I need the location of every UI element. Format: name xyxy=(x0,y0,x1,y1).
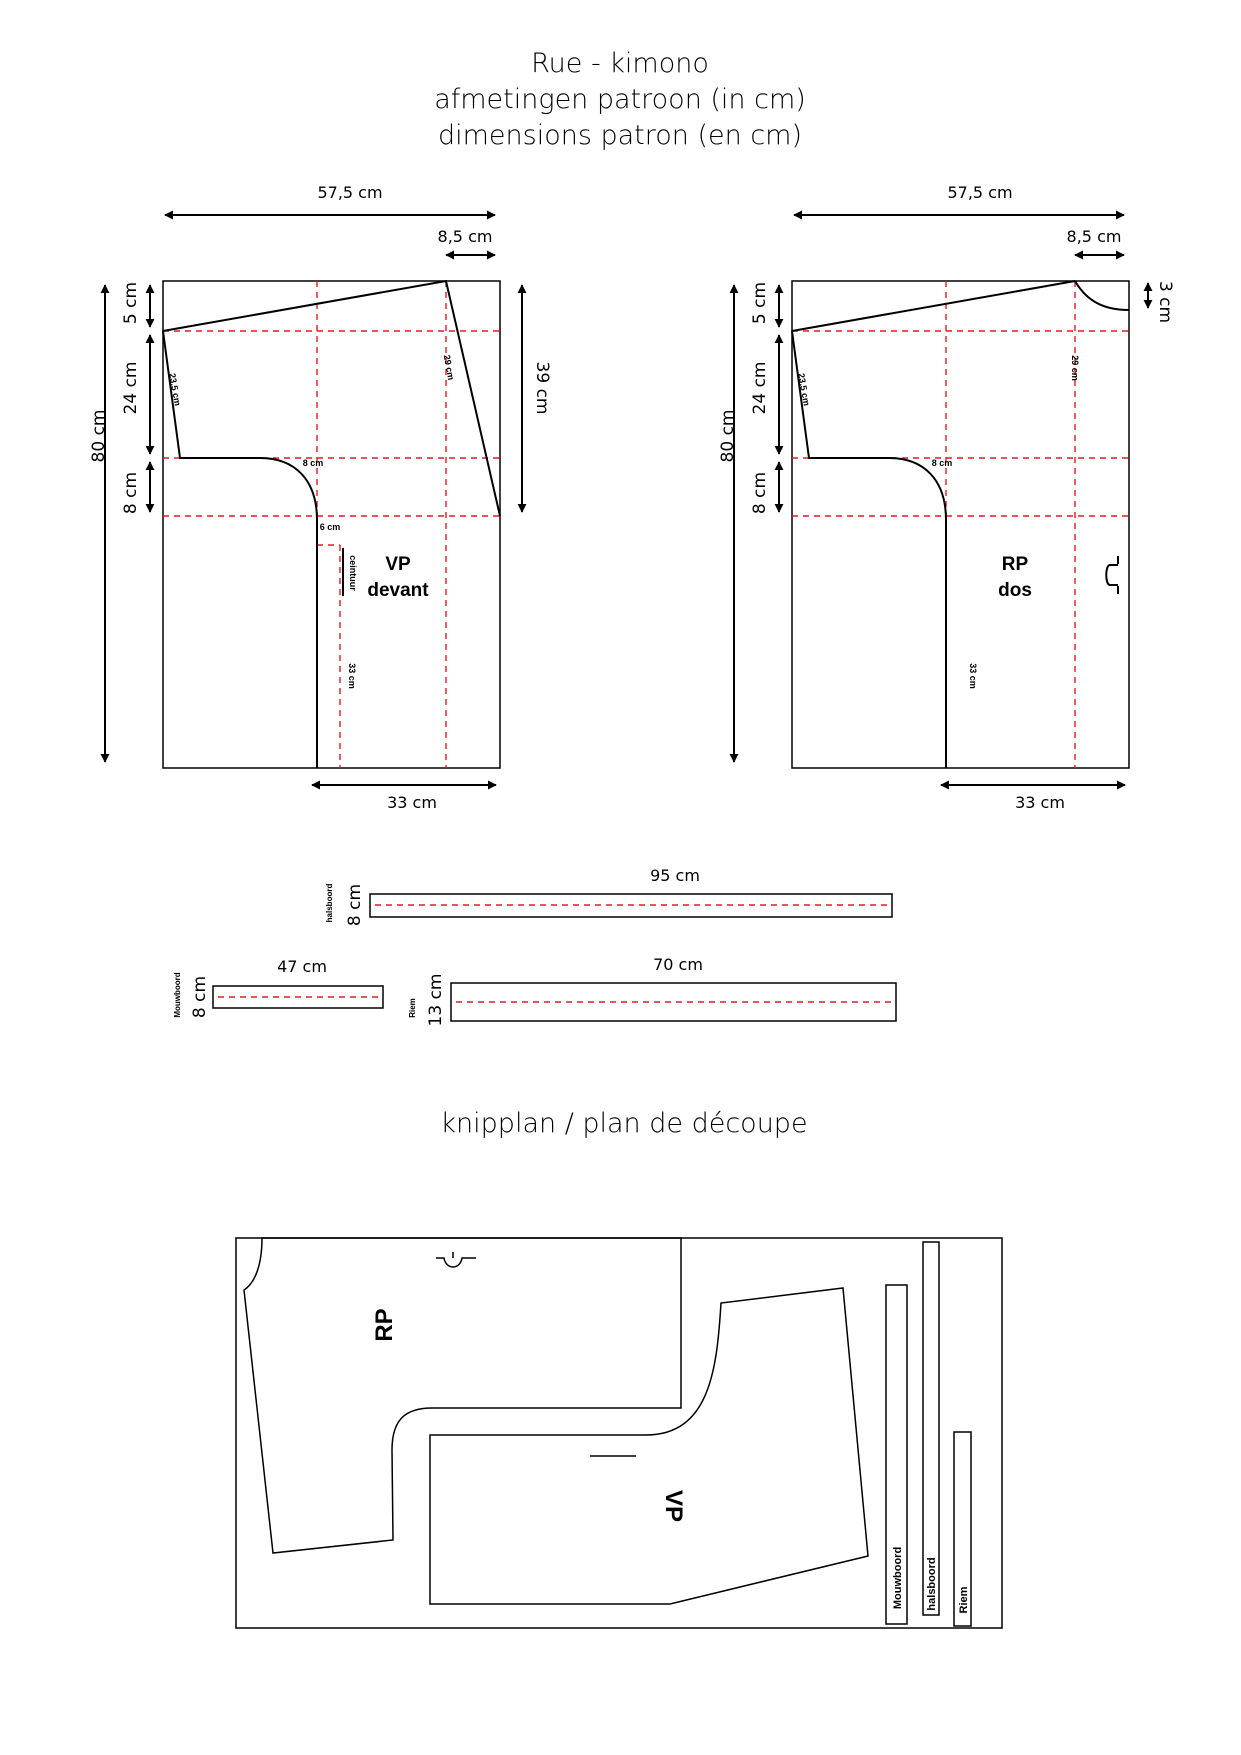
front-shoulder-label: 8,5 cm xyxy=(438,227,493,246)
back-33cm-vertical-label: 33 cm xyxy=(968,663,978,689)
front-label-code: VP xyxy=(385,554,411,575)
front-5cm-label: 5 cm xyxy=(121,282,141,324)
front-width-label: 57,5 cm xyxy=(317,183,382,202)
front-curve-label: 8 cm xyxy=(303,458,324,468)
front-label-name: devant xyxy=(367,580,429,601)
back-8cm-label: 8 cm xyxy=(750,472,770,514)
mouwboord-length: 47 cm xyxy=(277,957,327,976)
back-outline-box xyxy=(791,280,1130,769)
halsboord-width: 8 cm xyxy=(345,884,365,926)
front-33cm-vertical-label: 33 cm xyxy=(347,663,357,689)
cutting-vp-piece xyxy=(429,1287,869,1605)
back-5cm-label: 5 cm xyxy=(750,282,770,324)
cutting-plan: knipplan / plan de découpe RP VP Mouwboo… xyxy=(235,1108,1003,1629)
back-diag-right-label: 29 cm xyxy=(1070,355,1080,381)
back-notch-mark xyxy=(1105,564,1118,586)
mouwboord-rect xyxy=(212,985,384,1009)
front-bottom-label: 33 cm xyxy=(387,793,437,812)
front-80cm-label: 80 cm xyxy=(89,410,109,463)
title-line-3: dimensions patron (en cm) xyxy=(438,120,802,151)
back-shoulder-label: 8,5 cm xyxy=(1067,227,1122,246)
cutting-strip-halsboord-label: halsboord xyxy=(926,1557,938,1610)
front-24cm-label: 24 cm xyxy=(121,362,141,415)
title-line-2: afmetingen patroon (in cm) xyxy=(434,84,806,115)
cutting-rp-notch xyxy=(436,1257,476,1268)
front-belt-label: ceintuur xyxy=(348,555,358,591)
strip-mouwboord: 47 cm 8 cm Mouwboord xyxy=(173,957,384,1018)
back-width-label: 57,5 cm xyxy=(947,183,1012,202)
halsboord-rect xyxy=(369,893,893,918)
front-diag-left-label: 23,5 cm xyxy=(167,372,183,406)
cutting-strip-mouwboord xyxy=(885,1284,908,1625)
mouwboord-name: Mouwboord xyxy=(173,972,182,1017)
cutting-rp-piece xyxy=(243,1237,682,1554)
mouwboord-width: 8 cm xyxy=(190,976,210,1018)
cutting-strip-halsboord xyxy=(922,1241,940,1616)
cutting-rp-label: RP xyxy=(371,1308,398,1341)
riem-name: Riem xyxy=(408,998,417,1018)
cutting-plan-title: knipplan / plan de découpe xyxy=(440,1108,807,1139)
back-cut-line xyxy=(791,280,1130,768)
front-39cm-label: 39 cm xyxy=(532,362,552,415)
back-pattern-piece: 57,5 cm 8,5 cm 3 cm 5 cm 24 cm 8 cm 80 c… xyxy=(718,183,1175,812)
back-label-code: RP xyxy=(1002,554,1029,575)
front-pattern-piece: 57,5 cm 8,5 cm 5 cm 24 cm 8 cm 80 cm 39 … xyxy=(89,183,552,812)
cutting-strip-riem xyxy=(953,1431,972,1627)
front-diag-right-label: 29 cm xyxy=(442,354,456,381)
front-6cm-label: 6 cm xyxy=(320,522,341,532)
back-diag-left-label: 23,5 cm xyxy=(796,372,812,406)
back-24cm-label: 24 cm xyxy=(750,362,770,415)
riem-rect xyxy=(450,982,897,1022)
cutting-strip-riem-label: Riem xyxy=(958,1586,970,1613)
back-label-name: dos xyxy=(998,580,1032,601)
riem-length: 70 cm xyxy=(653,955,703,974)
front-outline-box xyxy=(162,280,501,769)
halsboord-length: 95 cm xyxy=(650,866,700,885)
front-cut-line xyxy=(162,279,501,768)
title-line-1: Rue - kimono xyxy=(531,48,709,79)
halsboord-name: halsboord xyxy=(325,884,334,923)
fabric-outline xyxy=(235,1237,1003,1629)
strip-riem: 70 cm 13 cm Riem xyxy=(408,955,897,1027)
title-block: Rue - kimono afmetingen patroon (in cm) … xyxy=(434,48,806,151)
strip-halsboord: 95 cm 8 cm halsboord xyxy=(325,866,893,926)
back-bottom-label: 33 cm xyxy=(1015,793,1065,812)
riem-width: 13 cm xyxy=(426,974,446,1027)
cutting-strip-mouwboord-label: Mouwboord xyxy=(892,1547,904,1609)
back-80cm-label: 80 cm xyxy=(718,410,738,463)
back-curve-label: 8 cm xyxy=(932,458,953,468)
cutting-vp-label: VP xyxy=(660,1490,687,1522)
front-8cm-label: 8 cm xyxy=(121,472,141,514)
back-3cm-label: 3 cm xyxy=(1155,281,1175,323)
